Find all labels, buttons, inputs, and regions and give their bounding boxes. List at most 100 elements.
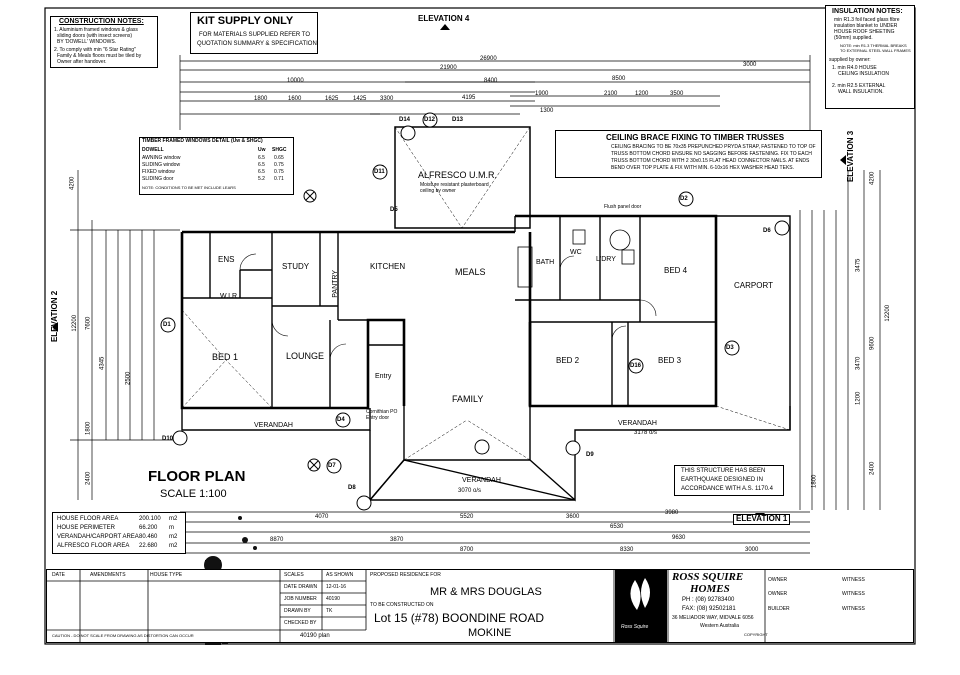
interior-walls bbox=[182, 216, 716, 408]
area-0-label: HOUSE FLOOR AREA bbox=[57, 516, 119, 522]
insulation-l5: NOTE: min R1.3 THERMAL BREAKS bbox=[840, 43, 907, 48]
ceiling-brace-l4: BEND OVER TOP PLATE & FIX WITH MIN. 6-10… bbox=[611, 165, 795, 171]
sig-witness-1: WITNESS bbox=[842, 577, 865, 583]
marker-d9: D9 bbox=[586, 452, 594, 458]
tb-checked-by: CHECKED BY bbox=[284, 620, 317, 626]
area-1-unit: m bbox=[169, 525, 174, 531]
construction-notes-box: CONSTRUCTION NOTES: 1. Aluminium framed … bbox=[50, 16, 158, 68]
room-bed2: BED 2 bbox=[556, 356, 580, 365]
area-2-label: VERANDAH/CARPORT AREA bbox=[57, 534, 139, 540]
dim-bottom-2: 5520 bbox=[460, 514, 474, 520]
area-3-label: ALFRESCO FLOOR AREA bbox=[57, 543, 130, 549]
dim-top-2: 10000 bbox=[287, 78, 304, 84]
marker-d13: D13 bbox=[452, 117, 464, 123]
tb-house-type: HOUSE TYPE bbox=[150, 572, 183, 578]
dim-top-5: 8500 bbox=[612, 76, 626, 82]
areas-box: HOUSE FLOOR AREA 200.100 m2 HOUSE PERIME… bbox=[52, 512, 186, 554]
marker-d1: D1 bbox=[163, 322, 171, 328]
marker-d12: D12 bbox=[424, 117, 436, 123]
dim-bottom-6: 3870 bbox=[390, 537, 404, 543]
logo-leaf-icon bbox=[630, 578, 650, 610]
tb-drawn-by-val: TK bbox=[326, 608, 333, 614]
area-0-value: 200.100 bbox=[139, 516, 161, 522]
room-ens: ENS bbox=[218, 255, 235, 264]
dim-top-16: 1300 bbox=[540, 108, 554, 114]
area-0-unit: m2 bbox=[169, 516, 178, 522]
room-verandah-left: VERANDAH bbox=[254, 422, 293, 429]
tb-drawn-by: DRAWN BY bbox=[284, 608, 311, 614]
marker-d16: D16 bbox=[630, 363, 642, 369]
floor-plan-title: FLOOR PLAN bbox=[148, 468, 246, 485]
company-logo: Ross Squire bbox=[615, 570, 667, 642]
dim-bottom-1: 3600 bbox=[566, 514, 580, 520]
company-copyright: COPYRIGHT bbox=[744, 632, 768, 637]
insulation-l2: insulation blanket to UNDER bbox=[834, 23, 898, 29]
area-3-value: 22.680 bbox=[139, 543, 158, 549]
company-name2: HOMES bbox=[690, 583, 730, 595]
note-flush-door: Flush panel door bbox=[604, 204, 642, 210]
tb-client: MR & MRS DOUGLAS bbox=[430, 586, 542, 598]
room-bed1: BED 1 bbox=[212, 352, 239, 362]
tb-plan-label: 40190 plan bbox=[300, 633, 330, 639]
door-swings bbox=[239, 253, 657, 361]
room-bath: BATH bbox=[536, 259, 555, 266]
tb-town: MOKINE bbox=[468, 627, 512, 639]
dim-bottom-11: 3070 o/s bbox=[458, 488, 482, 494]
room-ldry: L'DRY bbox=[596, 256, 616, 263]
room-alfresco: ALFRESCO U.M.R. bbox=[418, 170, 498, 180]
room-family: FAMILY bbox=[452, 394, 484, 404]
logo-text: Ross Squire bbox=[621, 624, 649, 630]
note-1b: sliding doors (with insect screens) bbox=[57, 33, 133, 39]
ceiling-brace-box: CEILING BRACE FIXING TO TIMBER TRUSSES C… bbox=[555, 130, 822, 178]
insulation-s1a: 1. min R4.0 HOUSE bbox=[832, 65, 877, 71]
tb-caution: CAUTION - DO NOT SCALE FROM DRAWING AS D… bbox=[52, 633, 194, 638]
room-kitchen: KITCHEN bbox=[370, 262, 406, 271]
note-2a: 2. To comply with min "6 Star Rating" bbox=[54, 47, 136, 53]
room-entry: Entry bbox=[375, 373, 392, 380]
note-moisture: Moisture resistant plasterboard ceiling … bbox=[420, 182, 489, 194]
note-2c: Owner after handover. bbox=[57, 59, 107, 65]
room-meals: MEALS bbox=[455, 267, 486, 277]
note-1c: BY 'DOWELL' WINDOWS. bbox=[57, 39, 117, 45]
dim-top-4: 4195 bbox=[462, 95, 476, 101]
area-1-label: HOUSE PERIMETER bbox=[57, 525, 116, 531]
insulation-s2a: 2. min R2.5 EXTERNAL bbox=[832, 83, 886, 89]
ceiling-brace-l1: CEILING BRACING TO BE 70x35 PREPUNCHED P… bbox=[611, 144, 816, 150]
window-table-title: TIMBER FRAMED WINDOWS DETAIL (Uw & SHGC) bbox=[142, 138, 263, 144]
insulation-notes-box: INSULATION NOTES: min R1.3 foil faced gl… bbox=[825, 5, 915, 109]
sheet-border bbox=[44, 7, 916, 645]
dim-bottom-4: 6530 bbox=[610, 524, 624, 530]
ceiling-brace-l3: TRUSS BOTTOM CHORD WITH 2 30x0.15 FLAT H… bbox=[611, 158, 810, 164]
insulation-l4: (50mm) supplied. bbox=[834, 35, 873, 41]
marker-d5: D5 bbox=[390, 207, 398, 213]
dim-top-14: 2100 bbox=[604, 91, 618, 97]
dim-top-0: 26900 bbox=[480, 56, 497, 62]
tb-amendments: AMENDMENTS bbox=[90, 572, 126, 578]
note-2b: Family & Meals floors must be tiled by bbox=[57, 53, 142, 59]
marker-circles bbox=[160, 112, 790, 511]
window-row-2-type: FIXED window bbox=[142, 169, 175, 175]
room-bed3: BED 3 bbox=[658, 356, 682, 365]
marker-d10: D10 bbox=[162, 436, 174, 442]
dim-bottom-5: 8870 bbox=[270, 537, 284, 543]
window-row-2-shgc: 0.75 bbox=[274, 169, 284, 175]
sig-builder: BUILDER bbox=[768, 606, 790, 612]
bath-fixtures bbox=[517, 229, 635, 288]
tb-scales-val: AS SHOWN bbox=[326, 572, 354, 578]
dim-bottom-12: 3178 o/s bbox=[634, 430, 658, 436]
window-row-0-uw: 6.5 bbox=[258, 155, 265, 161]
room-verandah-right: VERANDAH bbox=[618, 420, 657, 427]
company-addr1: 36 MELIADOR WAY, MIDVALE 6056 bbox=[672, 615, 754, 621]
marker-d7: D7 bbox=[328, 463, 336, 469]
insulation-l3: HOUSE ROOF SHEETING bbox=[834, 29, 895, 35]
dim-top-6: 3000 bbox=[743, 62, 757, 68]
window-row-0-shgc: 0.65 bbox=[274, 155, 284, 161]
room-bed4: BED 4 bbox=[664, 266, 688, 275]
dim-bottom-3: 3980 bbox=[665, 510, 679, 516]
bottom-dimension-lines bbox=[180, 511, 810, 554]
dim-top-9: 1800 bbox=[254, 96, 268, 102]
kit-supply-line1: FOR MATERIALS SUPPLIED REFER TO bbox=[199, 32, 311, 38]
tb-job-number: JOB NUMBER bbox=[284, 596, 317, 602]
earthquake-line2: EARTHQUAKE DESIGNED IN bbox=[681, 477, 763, 483]
